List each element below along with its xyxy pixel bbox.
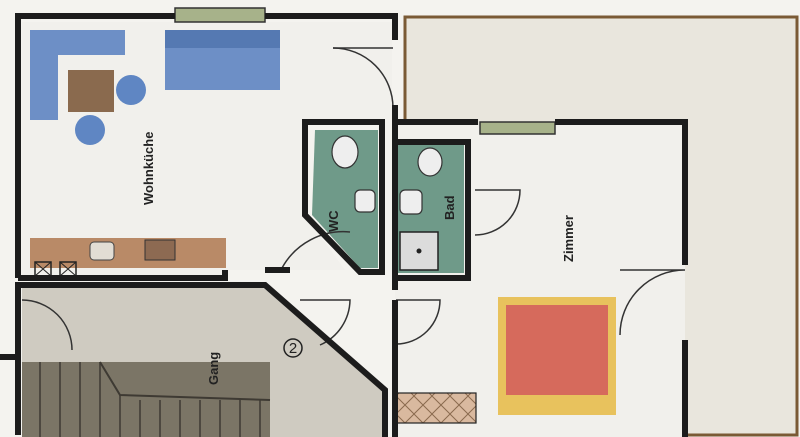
label-bad: Bad [442, 195, 457, 220]
dining-table [68, 70, 114, 112]
corner-bench [30, 30, 125, 120]
sofa-backrest [165, 30, 280, 48]
bad-toilet [417, 147, 443, 177]
wc-room [312, 130, 378, 268]
label-wohnkueche: Wohnküche [141, 132, 156, 205]
bed [506, 305, 608, 395]
chair-bottom [75, 115, 105, 145]
kitchen-counter [30, 238, 226, 268]
kitchen-box-1-x [34, 261, 52, 277]
stairs [22, 361, 271, 437]
dresser [395, 392, 477, 424]
kitchen-box-2-x [59, 261, 77, 277]
marker-number: 2 [289, 340, 297, 357]
window-zimmer [479, 121, 556, 135]
kitchen-stove [144, 239, 176, 261]
label-zimmer: Zimmer [561, 215, 576, 262]
label-wc: WC [326, 210, 341, 232]
chair-right [116, 75, 146, 105]
wc-sink [354, 189, 376, 213]
wohnkueche-floor [22, 22, 392, 278]
marker-circle [283, 338, 303, 358]
window-top [174, 7, 266, 23]
wc-toilet [331, 135, 359, 169]
label-gang: Gang [206, 352, 221, 385]
door-swings [21, 47, 686, 351]
shower-drain [416, 248, 422, 254]
bad-sink [399, 189, 423, 215]
kitchen-sink [89, 241, 115, 261]
walls [0, 13, 688, 437]
